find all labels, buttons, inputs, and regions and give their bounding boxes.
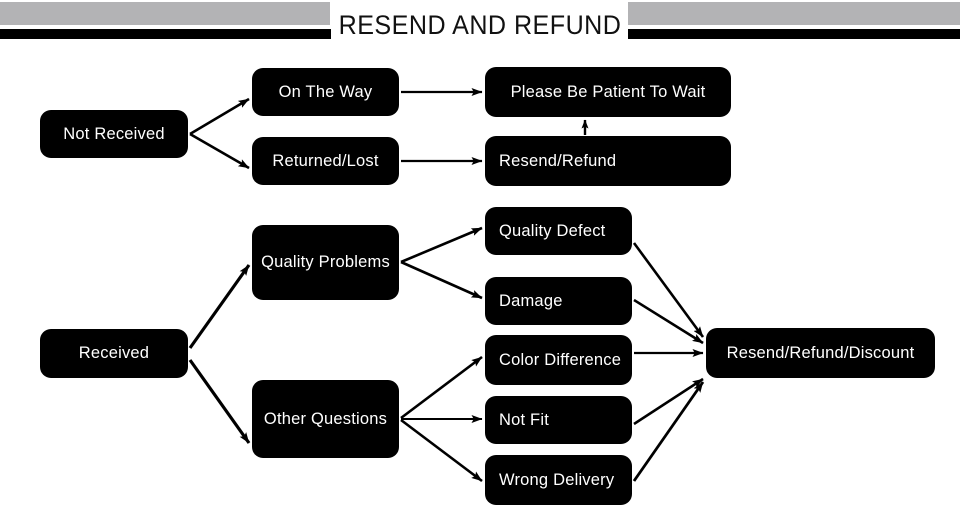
node-label: Other Questions [263, 409, 388, 428]
edge-received-other-questions [188, 359, 251, 444]
edge-quality-problems-quality-defect [400, 226, 483, 264]
edge-received-quality-problems [188, 264, 251, 349]
node-label: Quality Defect [499, 221, 606, 240]
node-label: Received [78, 344, 150, 363]
node-returned-lost[interactable]: Returned/Lost [252, 137, 399, 185]
page-header: RESEND AND REFUND [0, 0, 960, 48]
edge-other-questions-wrong-delivery [400, 418, 483, 483]
node-label: Wrong Delivery [499, 470, 615, 489]
edge-damage-resend-refund-discount [633, 298, 704, 345]
node-not-received[interactable]: Not Received [40, 110, 188, 158]
node-label: On The Way [278, 82, 373, 101]
node-quality-problems[interactable]: Quality Problems [252, 225, 399, 300]
node-damage[interactable]: Damage [485, 277, 632, 325]
node-resend-refund[interactable]: Resend/Refund [485, 136, 731, 186]
edge-not-received-on-the-way [189, 97, 250, 136]
node-quality-defect[interactable]: Quality Defect [485, 207, 632, 255]
header-gray-bar-left [0, 2, 330, 25]
node-color-difference[interactable]: Color Difference [485, 335, 632, 385]
node-label: Damage [499, 291, 563, 310]
node-other-questions[interactable]: Other Questions [252, 380, 399, 458]
header-black-bar-right [628, 29, 960, 39]
node-not-fit[interactable]: Not Fit [485, 396, 632, 444]
node-label: Not Fit [499, 410, 549, 429]
node-label: Returned/Lost [272, 151, 379, 170]
node-label: Color Difference [499, 350, 622, 369]
header-black-bar-left [0, 29, 331, 39]
node-label: Quality Problems [261, 253, 390, 272]
edge-quality-problems-damage [400, 260, 483, 300]
node-resend-refund-discount[interactable]: Resend/Refund/Discount [706, 328, 935, 378]
edge-not-fit-resend-refund-discount [633, 377, 704, 426]
edge-wrong-delivery-resend-refund-discount [632, 381, 705, 482]
header-gray-bar-right [628, 2, 960, 25]
node-label: Resend/Refund [499, 151, 617, 170]
node-received[interactable]: Received [40, 329, 188, 378]
node-please-wait[interactable]: Please Be Patient To Wait [485, 67, 731, 117]
page-title: RESEND AND REFUND [338, 10, 622, 40]
node-label: Resend/Refund/Discount [726, 343, 915, 362]
node-on-the-way[interactable]: On The Way [252, 68, 399, 116]
edge-quality-defect-resend-refund-discount [632, 242, 705, 338]
node-label: Please Be Patient To Wait [510, 82, 706, 101]
node-label: Not Received [63, 124, 165, 143]
edge-other-questions-color-difference [400, 355, 483, 420]
node-wrong-delivery[interactable]: Wrong Delivery [485, 455, 632, 505]
edge-not-received-returned-lost [189, 132, 250, 170]
